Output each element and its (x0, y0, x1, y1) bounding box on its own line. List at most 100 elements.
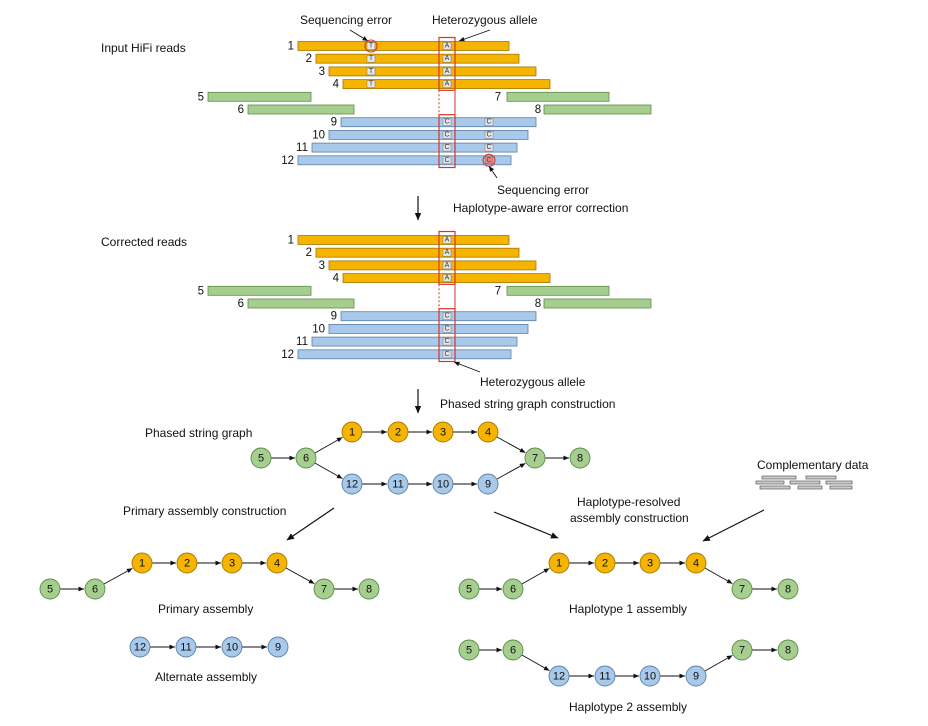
allele-letter: A (445, 237, 450, 244)
node-10 (639, 665, 661, 687)
node-11-label: 11 (599, 671, 610, 683)
allele-letter: C (444, 325, 449, 332)
read-7-bar (506, 285, 610, 296)
allele-marker (442, 350, 452, 359)
node-10-label: 10 (644, 671, 656, 683)
node-9 (477, 473, 499, 495)
read-12-bar (297, 349, 512, 360)
error-site-letter: T (369, 43, 374, 50)
allele-letter: C (444, 119, 449, 126)
allele-marker (442, 143, 452, 152)
input-reads-group: 1AT2AT3AT4AT57689CC10CC11CC12CC (198, 36, 652, 169)
node-2 (176, 552, 198, 574)
node-5-label: 5 (258, 453, 264, 465)
read-3-label: 3 (319, 260, 325, 272)
node-3-label: 3 (647, 558, 653, 570)
error-site-letter: C (486, 131, 491, 138)
edge-9-to-7 (704, 655, 733, 672)
read-2-label: 2 (306, 247, 312, 259)
edge-6-to-1 (521, 568, 550, 585)
read-2-label: 2 (306, 53, 312, 65)
node-6 (502, 578, 524, 600)
allele-marker (442, 274, 452, 282)
node-7-label: 7 (739, 584, 745, 596)
heterozygous-allele-box-top (438, 36, 456, 91)
sequencing-error-fill-read-12 (485, 156, 493, 164)
node-6-label: 6 (92, 584, 98, 596)
sequencing-error-bottom-label: Sequencing error (497, 183, 589, 197)
read-8-label: 8 (535, 298, 541, 310)
error-site-marker (366, 54, 376, 63)
error-site-marker (366, 67, 376, 76)
node-12 (548, 665, 570, 687)
node-10 (221, 636, 243, 658)
allele-marker (442, 67, 452, 76)
node-3 (639, 552, 661, 574)
error-site-letter: T (369, 68, 374, 75)
node-4-label: 4 (693, 558, 699, 570)
node-7 (731, 639, 753, 661)
error-site-marker (366, 42, 376, 50)
edge-6-to-12 (521, 654, 550, 671)
read-4-label: 4 (333, 273, 340, 285)
error-site-letter: T (369, 81, 374, 88)
read-5-label: 5 (198, 285, 204, 297)
node-7-label: 7 (321, 584, 327, 596)
node-9 (267, 636, 289, 658)
heterozygous-allele-box-bottom (438, 308, 456, 363)
edge-6-to-1 (103, 567, 133, 585)
read-8-label: 8 (535, 104, 541, 116)
read-6-label: 6 (238, 104, 244, 116)
node-6-label: 6 (510, 584, 516, 596)
allele-marker (442, 54, 452, 63)
allele-letter: A (445, 43, 450, 50)
allele-letter: C (444, 144, 449, 151)
allele-letter: A (445, 68, 450, 75)
node-9-label: 9 (275, 642, 281, 654)
haplotype-2-assembly-label: Haplotype 2 assembly (569, 700, 687, 714)
node-4 (685, 552, 707, 574)
node-11 (387, 473, 409, 495)
allele-letter: A (445, 249, 450, 256)
node-2 (387, 421, 409, 443)
read-4-label: 4 (333, 79, 340, 91)
read-6-label: 6 (238, 298, 244, 310)
input-reads-label: Input HiFi reads (101, 41, 186, 55)
allele-letter: C (444, 351, 449, 358)
node-7 (313, 578, 335, 600)
node-7-label: 7 (739, 645, 745, 657)
read-12-label: 12 (281, 349, 294, 361)
error-site-marker (484, 131, 494, 139)
node-7 (524, 447, 546, 469)
primary-construction-arrow (286, 507, 335, 541)
node-10-label: 10 (226, 642, 238, 654)
node-9-label: 9 (485, 479, 491, 491)
node-10-label: 10 (437, 479, 449, 491)
node-11 (594, 665, 616, 687)
complementary-data-icon (755, 475, 853, 490)
read-1-bar (297, 235, 510, 245)
allele-marker (442, 80, 452, 88)
read-8-bar (543, 104, 652, 115)
error-site-marker (484, 118, 494, 126)
read-9-label: 9 (331, 117, 337, 129)
haplotype-resolved-label-line2: assembly construction (570, 511, 689, 525)
node-8 (777, 639, 799, 661)
edge-9-to-7 (496, 462, 526, 480)
node-7-label: 7 (532, 453, 538, 465)
complementary-data-arrow (702, 509, 765, 542)
error-site-letter: C (486, 119, 491, 126)
node-2-label: 2 (395, 427, 401, 439)
node-3 (221, 552, 243, 574)
node-5-label: 5 (466, 584, 472, 596)
node-4-label: 4 (485, 427, 491, 439)
phased-graph-label: Phased string graph (145, 426, 252, 440)
alternate-assembly-label: Alternate assembly (155, 670, 257, 684)
node-5-label: 5 (466, 645, 472, 657)
node-12-label: 12 (553, 671, 565, 683)
